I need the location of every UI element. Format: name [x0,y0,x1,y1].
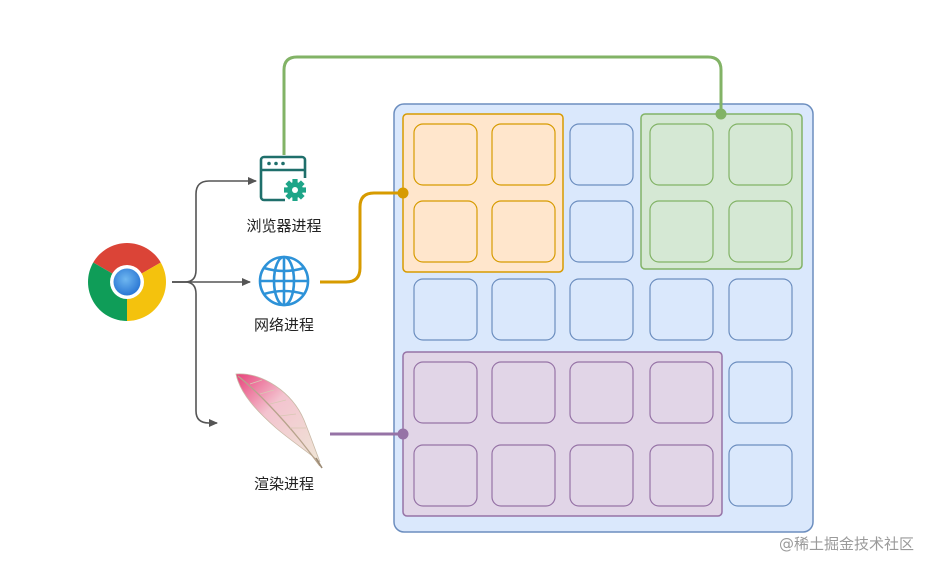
memory-cell [413,200,478,263]
memory-cell [728,444,793,507]
memory-cell [728,361,793,424]
memory-cell [491,278,556,341]
browser-process-connector [282,55,723,155]
render-process-label: 渲染进程 [254,475,314,493]
memory-cell [491,200,556,263]
spawn-arrows [172,177,257,427]
watermark: @稀土掘金技术社区 [779,535,914,553]
browser-connector-dot [715,108,727,120]
memory-cell [649,278,714,341]
memory-cell [413,123,478,186]
memory-cell [413,278,478,341]
memory-cell [728,123,793,186]
render-connector-dot [397,428,409,440]
memory-cell [649,200,714,263]
memory-cell [569,278,634,341]
memory-cell [649,361,714,424]
network-process-connector [320,191,403,284]
network-connector-dot [397,187,409,199]
memory-cell [569,444,634,507]
globe-icon [258,255,310,307]
memory-cell [491,361,556,424]
browser-process-label: 浏览器进程 [246,217,321,235]
memory-cell [728,200,793,263]
memory-cell [569,361,634,424]
memory-cell [413,444,478,507]
memory-cell [649,444,714,507]
browser-window-gear-icon [259,155,309,202]
memory-cell [569,200,634,263]
feather-quill-icon [235,373,323,469]
chrome-logo-icon [88,243,166,321]
memory-cell [649,123,714,186]
network-process-label: 网络进程 [254,316,314,334]
memory-cell [491,444,556,507]
memory-cell [491,123,556,186]
memory-cell [569,123,634,186]
memory-cell [728,278,793,341]
memory-cell [413,361,478,424]
